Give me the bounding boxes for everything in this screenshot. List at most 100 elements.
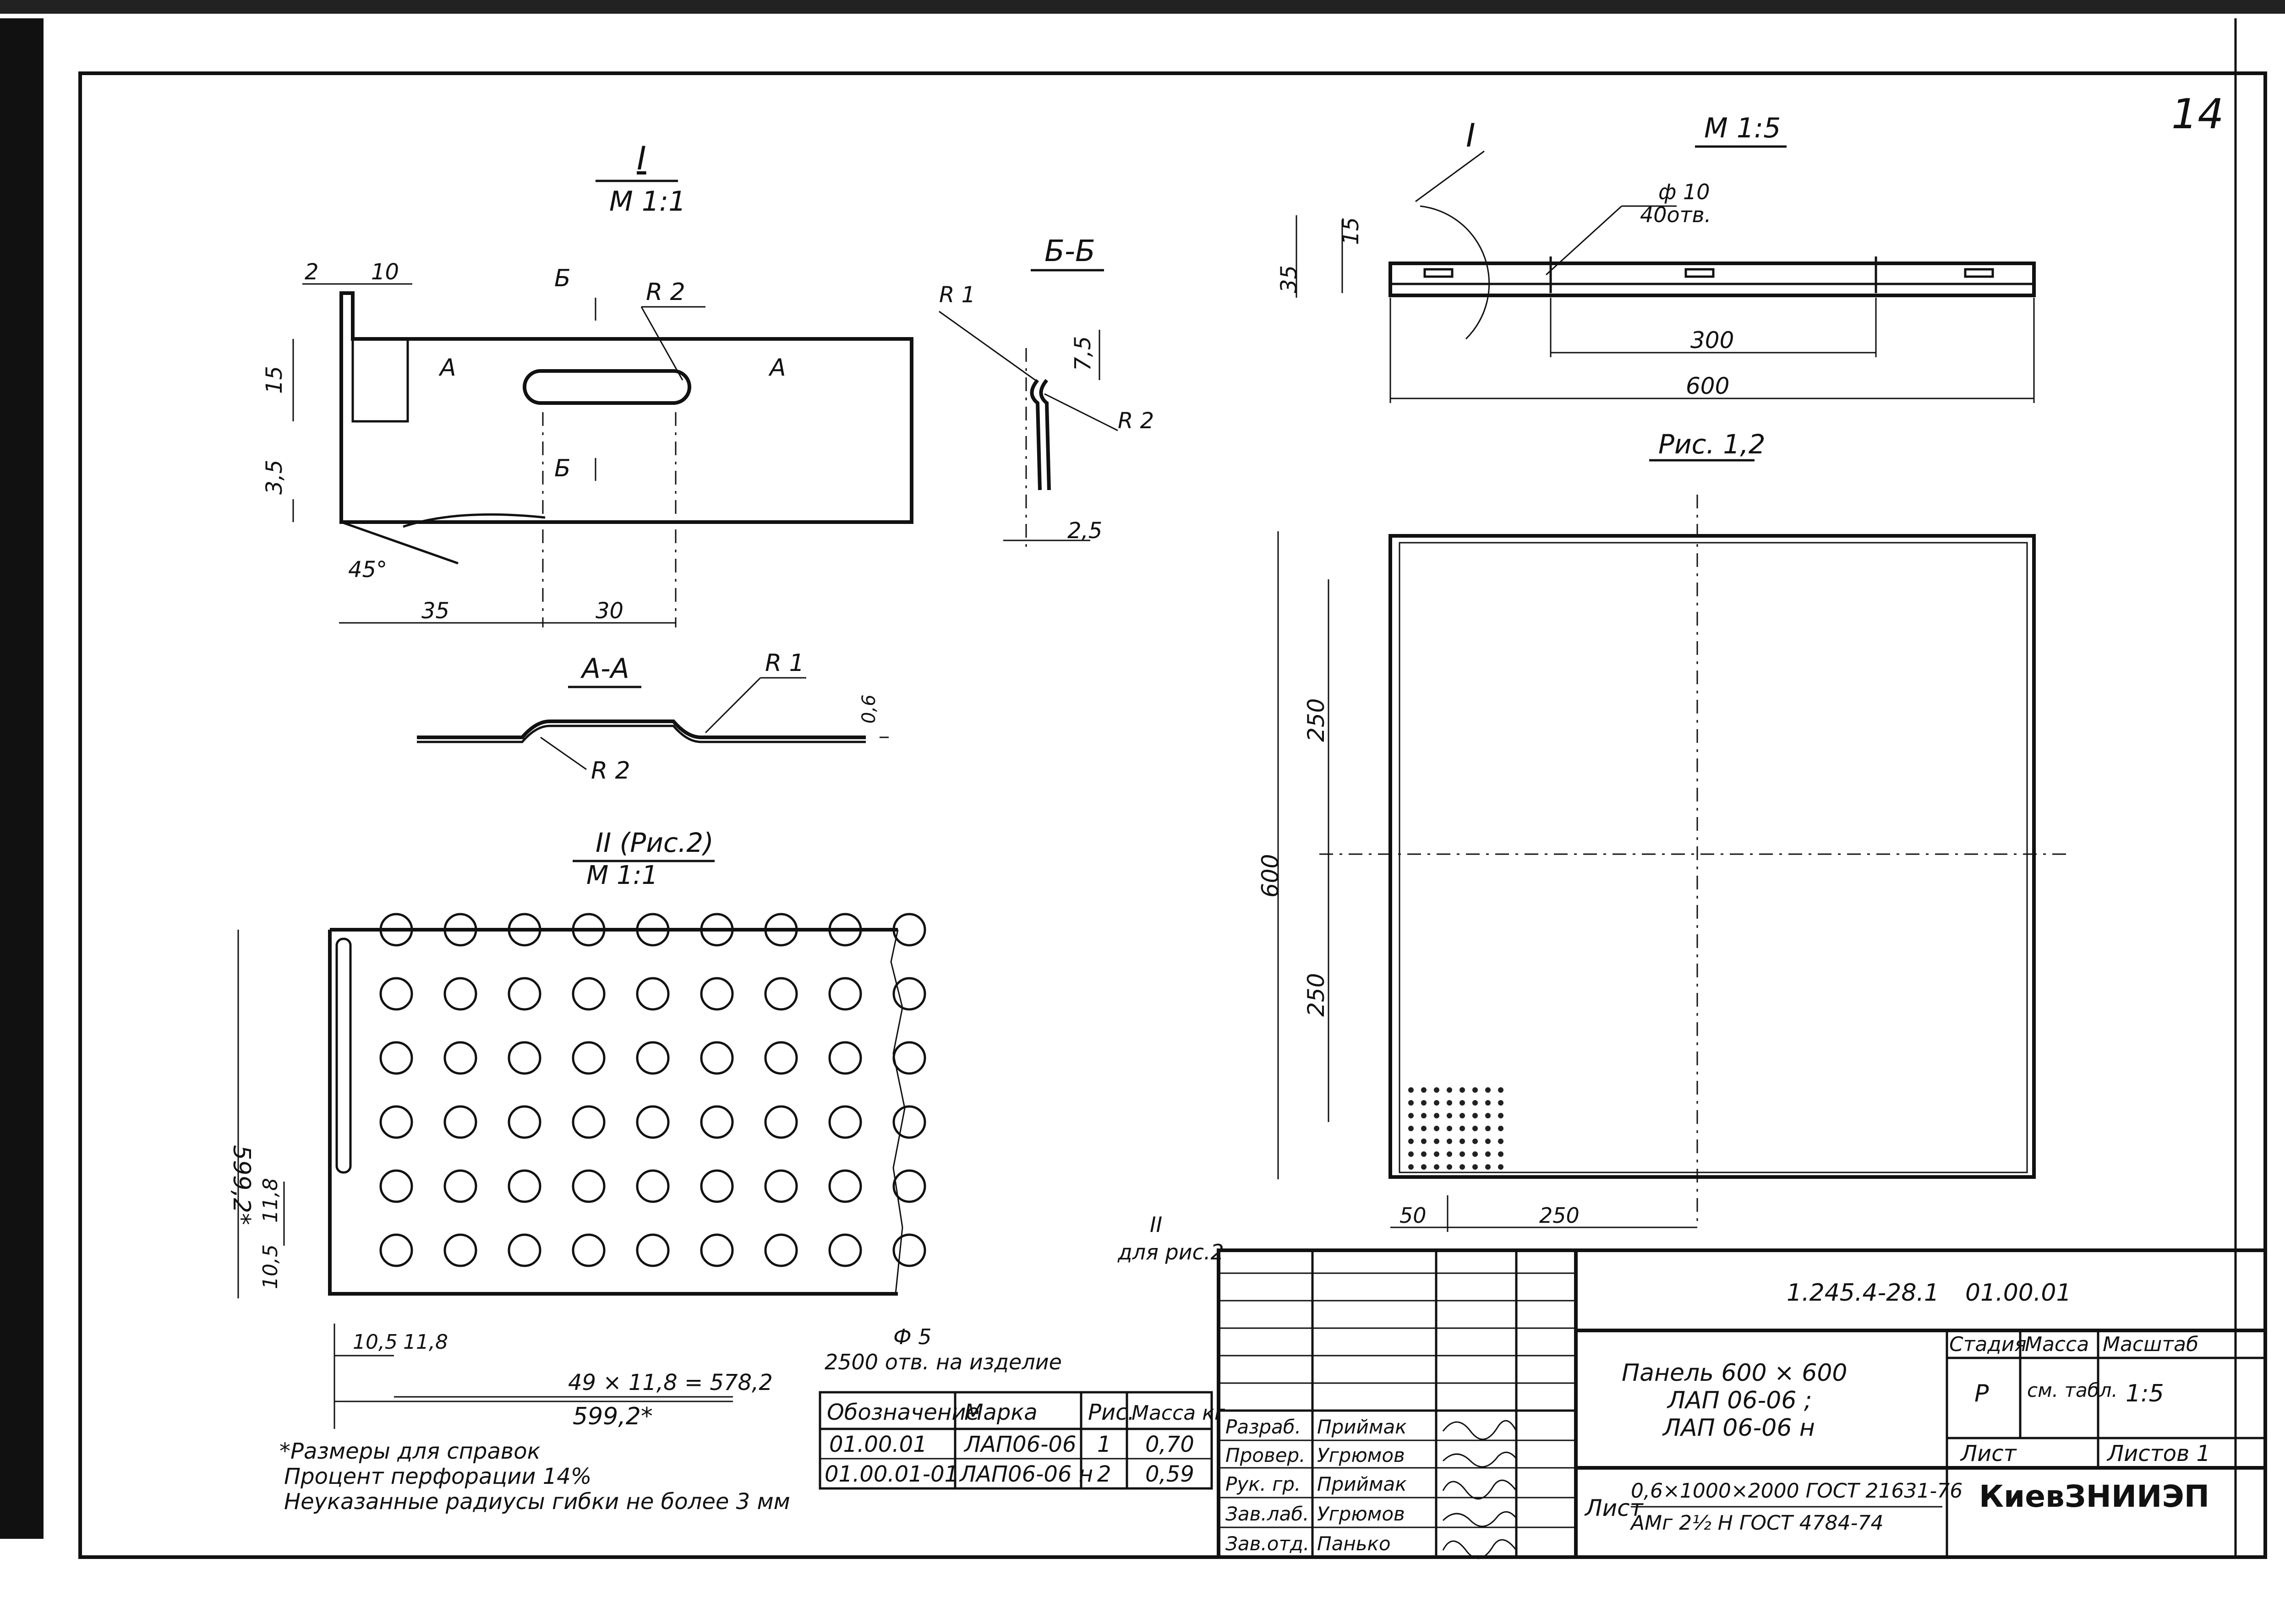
perforation-dot (1408, 1100, 1414, 1106)
perforation-hole (764, 1169, 798, 1203)
svg-text:ЛАП 06-06 ;: ЛАП 06-06 ; (1667, 1387, 1812, 1414)
svg-text:10,5: 10,5 (259, 1244, 282, 1289)
svg-text:7,5: 7,5 (1070, 336, 1096, 371)
perforation-dot (1498, 1113, 1503, 1118)
perforation-dot (1408, 1139, 1414, 1144)
svg-text:Угрюмов: Угрюмов (1317, 1503, 1405, 1525)
perforation-hole (700, 1105, 734, 1139)
panel-outline (1388, 534, 2036, 1179)
perforation-dot (1460, 1164, 1465, 1170)
perforation-hole (379, 913, 413, 947)
perforation-dot (1472, 1139, 1478, 1144)
perforation-hole (379, 1105, 413, 1139)
perforation-dot (1421, 1139, 1427, 1144)
svg-text:R 1: R 1 (765, 649, 804, 677)
svg-text:Р: Р (1974, 1380, 1989, 1407)
perforation-dot (1447, 1087, 1452, 1093)
sheet-frame (78, 71, 2267, 1559)
svg-text:01.00.01: 01.00.01 (1965, 1279, 2072, 1307)
svg-text:ЛАП 06-06 н: ЛАП 06-06 н (1662, 1414, 1815, 1442)
perforation-hole (700, 977, 734, 1011)
svg-text:Б: Б (554, 455, 571, 482)
perforation-hole (572, 1169, 606, 1203)
svg-text:Стадия: Стадия (1949, 1333, 2027, 1356)
perforation-hole (572, 913, 606, 947)
perforation-dot (1460, 1087, 1465, 1093)
perforation-dot (1472, 1113, 1478, 1118)
svg-text:R 1: R 1 (939, 282, 975, 308)
scan-left-edge (0, 18, 44, 1539)
svg-text:Приймак: Приймак (1317, 1473, 1407, 1495)
svg-text:II: II (1150, 1212, 1162, 1237)
perforation-dot (1498, 1087, 1503, 1093)
perforation-dot (1408, 1087, 1414, 1093)
perforation-dot (1485, 1151, 1491, 1157)
perforation-dot (1447, 1113, 1452, 1118)
svg-text:35: 35 (1276, 265, 1302, 293)
perforation-dot (1421, 1087, 1427, 1093)
perforation-hole (764, 913, 798, 947)
svg-text:АМг 2½ Н ГОСТ 4784-74: АМг 2½ Н ГОСТ 4784-74 (1629, 1511, 1883, 1535)
perforation-dot (1408, 1126, 1414, 1131)
perforation-hole (508, 977, 541, 1011)
perforation-hole (892, 1169, 926, 1203)
svg-text:ф 10: ф 10 (1658, 180, 1710, 204)
side-view: I М 1:5 15 35 ф 10 40отв. 300 600 (1276, 112, 2036, 403)
perforation-dot (1447, 1151, 1452, 1157)
svg-text:2,5: 2,5 (1067, 518, 1102, 544)
hole-count-note: 2500 отв. на изделие (825, 1350, 1062, 1374)
svg-text:Марка: Марка (964, 1400, 1038, 1425)
perforation-hole (379, 1233, 413, 1267)
perforation-dot (1498, 1100, 1503, 1106)
svg-text:ЛАП06-06 н: ЛАП06-06 н (959, 1461, 1093, 1487)
perforation-hole (508, 1233, 541, 1267)
perforation-hole (764, 1105, 798, 1139)
svg-text:250: 250 (1539, 1203, 1580, 1228)
perforation-dot (1460, 1100, 1465, 1106)
perforation-hole (764, 1233, 798, 1267)
perforation-hole (508, 1041, 541, 1075)
svg-text:35: 35 (421, 598, 449, 624)
svg-text:49 × 11,8 = 578,2: 49 × 11,8 = 578,2 (568, 1370, 773, 1395)
svg-text:ЛАП06-06: ЛАП06-06 (963, 1432, 1077, 1457)
perforation-dot (1447, 1139, 1452, 1144)
svg-text:для рис.2: для рис.2 (1117, 1240, 1224, 1264)
perforation-dot (1421, 1164, 1427, 1170)
svg-text:250: 250 (1303, 698, 1329, 742)
perforation-hole (828, 1169, 862, 1203)
svg-text:11,8: 11,8 (403, 1330, 448, 1354)
svg-text:R 2: R 2 (1118, 408, 1154, 434)
plan-perforation-sample (1408, 1087, 1503, 1170)
svg-text:Рис.: Рис. (1088, 1400, 1135, 1425)
perforation-dot (1460, 1151, 1465, 1157)
perforation-dot (1498, 1164, 1503, 1170)
svg-text:0,59: 0,59 (1145, 1461, 1194, 1487)
perforation-hole (700, 913, 734, 947)
perforation-hole (443, 1041, 477, 1075)
svg-text:2: 2 (1097, 1461, 1111, 1487)
svg-text:2: 2 (305, 259, 319, 285)
perforation-hole (636, 913, 670, 947)
perforation-dot (1485, 1164, 1491, 1170)
perforation-hole (892, 1041, 926, 1075)
svg-text:см. табл.: см. табл. (2027, 1379, 2118, 1401)
svg-text:Панель 600 × 600: Панель 600 × 600 (1622, 1359, 1848, 1387)
perforation-hole (892, 1233, 926, 1267)
perforation-hole (636, 1233, 670, 1267)
svg-text:Б-Б: Б-Б (1044, 234, 1095, 268)
svg-text:Лист: Лист (1960, 1441, 2017, 1466)
perforation-hole (636, 977, 670, 1011)
svg-text:50: 50 (1399, 1203, 1427, 1228)
svg-text:Масса кг: Масса кг (1132, 1401, 1225, 1425)
svg-text:А: А (768, 354, 786, 381)
perforation-dot (1472, 1126, 1478, 1131)
perforation-dot (1498, 1139, 1503, 1144)
perforation-hole (572, 1233, 606, 1267)
perforation-dot (1485, 1087, 1491, 1093)
svg-text:01.00.01: 01.00.01 (829, 1432, 927, 1457)
svg-text:10: 10 (371, 259, 399, 285)
note-1: *Размеры для справок (279, 1439, 541, 1464)
svg-text:Разраб.: Разраб. (1225, 1416, 1301, 1438)
variants-table: Обозначение Марка Рис. Масса кг 01.00.01… (819, 1391, 1225, 1490)
perforation-hole (764, 1041, 798, 1075)
